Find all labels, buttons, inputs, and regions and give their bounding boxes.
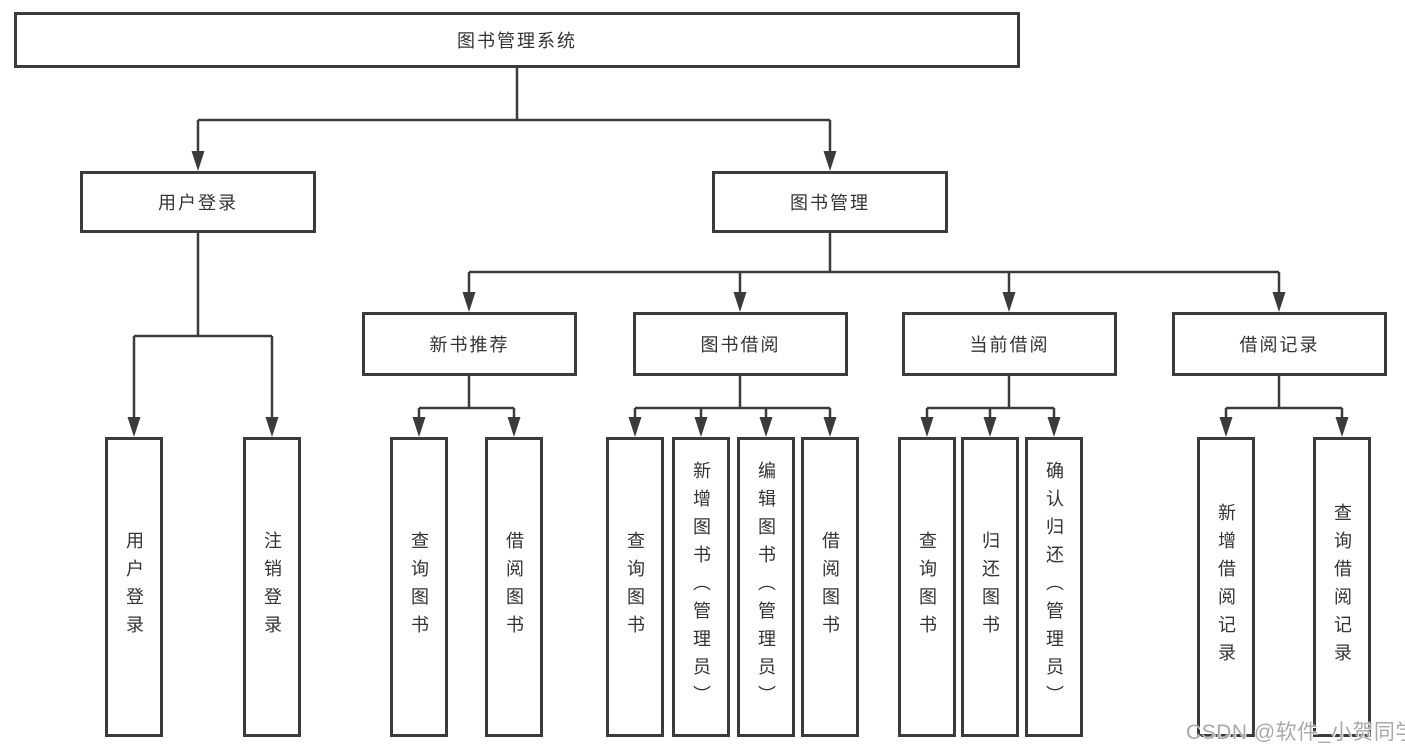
connector-book-mgmt-split xyxy=(467,233,1281,294)
arrowhead-icon xyxy=(412,417,426,437)
leaf-logout: 注销登录 xyxy=(243,437,301,737)
arrowhead-icon xyxy=(694,417,708,437)
leaf-bb-edit-book-admin: 编辑图书（管理员） xyxy=(737,437,795,737)
arrowhead-icon xyxy=(823,417,837,437)
node-borrow-record: 借阅记录 xyxy=(1172,312,1387,376)
leaf-br-query-record: 查询借阅记录 xyxy=(1313,437,1371,737)
connector-lines xyxy=(132,68,1344,419)
leaf-bb-add-book-admin: 新增图书（管理员） xyxy=(672,437,730,737)
leaf-rec-borrow-books: 借阅图书 xyxy=(485,437,543,737)
leaf-bb-query-books: 查询图书 xyxy=(606,437,664,737)
node-new-book-rec: 新书推荐 xyxy=(362,312,577,376)
arrowhead-icon xyxy=(628,417,642,437)
arrowhead-icon xyxy=(920,417,934,437)
leaf-cb-query-books: 查询图书 xyxy=(898,437,956,737)
arrowhead-icon xyxy=(462,292,476,312)
node-book-mgmt: 图书管理 xyxy=(712,171,948,233)
leaf-br-add-record: 新增借阅记录 xyxy=(1197,437,1255,737)
arrowhead-icon xyxy=(1272,292,1286,312)
leaf-rec-query-books: 查询图书 xyxy=(390,437,448,737)
arrowhead-icon xyxy=(1219,417,1233,437)
arrowhead-icon xyxy=(1047,417,1061,437)
connector-root-to-level2 xyxy=(196,68,832,153)
arrowhead-icon xyxy=(191,151,205,171)
connector-borrow-record-split xyxy=(1224,376,1344,419)
arrowhead-icon xyxy=(265,417,279,437)
arrowhead-icon xyxy=(1002,292,1016,312)
arrowhead-icon xyxy=(1335,417,1349,437)
leaf-cb-confirm-return-admin: 确认归还（管理员） xyxy=(1025,437,1083,737)
arrowhead-icon xyxy=(733,292,747,312)
connector-book-borrow-split xyxy=(633,376,832,419)
arrowhead-icon xyxy=(507,417,521,437)
connector-new-book-rec-split xyxy=(417,376,516,419)
node-root: 图书管理系统 xyxy=(14,12,1020,68)
arrowhead-icon xyxy=(823,151,837,171)
leaf-bb-borrow-books: 借阅图书 xyxy=(801,437,859,737)
arrowhead-icon xyxy=(983,417,997,437)
leaf-cb-return-book: 归还图书 xyxy=(961,437,1019,737)
arrowheads xyxy=(127,151,1349,437)
leaf-user-login: 用户登录 xyxy=(105,437,163,737)
node-current-borrow: 当前借阅 xyxy=(902,312,1117,376)
csdn-watermark: CSDN @软件_小贺同学 xyxy=(1186,721,1405,744)
connector-user-login-split xyxy=(132,233,274,419)
node-user-login: 用户登录 xyxy=(80,171,316,233)
connector-current-borrow-split xyxy=(925,376,1056,419)
node-book-borrow: 图书借阅 xyxy=(633,312,848,376)
arrowhead-icon xyxy=(127,417,141,437)
arrowhead-icon xyxy=(759,417,773,437)
